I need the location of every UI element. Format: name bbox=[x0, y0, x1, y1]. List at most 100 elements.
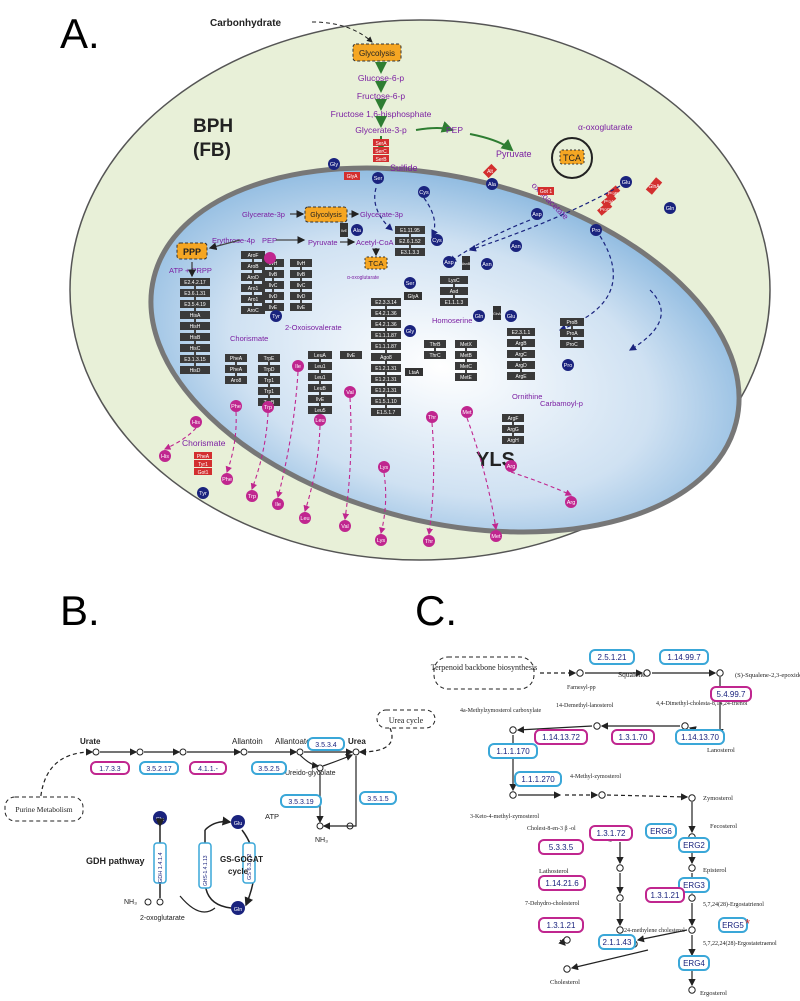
enzyme-label: 2.1.1.43 bbox=[603, 938, 632, 947]
aa-node-met_o bbox=[490, 530, 502, 542]
aa-node-trp_o bbox=[246, 490, 258, 502]
enzyme-box bbox=[371, 353, 401, 361]
enzyme-box bbox=[307, 737, 345, 751]
metabolite-methylene: 24-methylene cholesterol bbox=[624, 928, 685, 934]
fb-label: (FB) bbox=[193, 140, 231, 161]
aa-label-lys: Lys bbox=[380, 465, 389, 471]
aa-label-met_o: Met bbox=[491, 534, 501, 540]
metabolite-dimethyl: 4,4-Dimethyl-cholesta-8,14,24-trienol bbox=[656, 701, 748, 707]
enzyme-label: E1.5.1.10 bbox=[375, 399, 397, 405]
aa-node-lys_o bbox=[375, 534, 387, 546]
upper-chain-arrows bbox=[375, 62, 514, 152]
enzyme-box bbox=[507, 350, 535, 358]
enzyme-label: ProB bbox=[566, 320, 578, 326]
aa-node-phe bbox=[230, 400, 242, 412]
enzyme-box bbox=[241, 306, 265, 314]
enzyme-box bbox=[225, 365, 247, 373]
panel-b: Urate Allantoin Allantoate Urea Ureido-g… bbox=[4, 709, 436, 922]
enzyme-box bbox=[180, 322, 210, 330]
purine-label: Purine Metabolism bbox=[15, 805, 72, 814]
enzyme-label: E3.1.3.15 bbox=[184, 357, 206, 363]
aa-label-val: Val bbox=[346, 390, 354, 396]
metabolite-node bbox=[681, 722, 689, 730]
enzyme-box bbox=[678, 837, 710, 853]
chorismate-inner: Chorismate bbox=[230, 334, 268, 343]
enzyme-box bbox=[502, 425, 524, 433]
enzyme-box bbox=[645, 887, 685, 903]
metabolite-node bbox=[643, 669, 651, 677]
enzyme-box bbox=[455, 373, 477, 381]
enzyme-box bbox=[455, 362, 477, 370]
enzyme-box bbox=[502, 436, 524, 444]
enzyme-box bbox=[258, 354, 280, 362]
enzyme-label: E1.11.95 bbox=[400, 228, 420, 234]
enzyme-label: 1.1.1.170 bbox=[496, 747, 530, 756]
inner-glycolysis-label: Glycolysis bbox=[310, 212, 342, 219]
enzyme-label: 5.4.99.7 bbox=[717, 690, 746, 699]
enzyme-label: IlvC bbox=[269, 283, 278, 289]
enzyme-label: 1.14.13.70 bbox=[681, 733, 719, 742]
aa-label-his: His bbox=[192, 420, 200, 426]
metabolite-lathosterol: Lathosterol bbox=[539, 868, 569, 875]
enzyme-box bbox=[189, 761, 227, 775]
enzyme-label: HisC bbox=[190, 346, 201, 352]
bph-label: BPH bbox=[193, 116, 233, 137]
enzyme-label: LeuA bbox=[314, 353, 326, 359]
enzyme-box bbox=[371, 309, 401, 317]
enzyme-box bbox=[180, 300, 210, 308]
enzyme-label: E1.2.1.31 bbox=[375, 366, 397, 372]
enzyme-label: ProC bbox=[566, 342, 578, 348]
enzyme-box bbox=[678, 877, 710, 893]
export-arrow bbox=[303, 425, 321, 513]
aa-label-arg_o: Arg bbox=[567, 500, 576, 506]
enzyme-label: IlvE bbox=[347, 353, 356, 359]
svg-text:Tyr: Tyr bbox=[199, 491, 207, 497]
a-oxoglutarate-outer: α-oxoglutarate bbox=[578, 122, 633, 132]
enzyme-columns: E2.4.2.17E3.6.1.31E3.5.4.19HisAHisHHisBH… bbox=[180, 226, 584, 444]
aa-node-arg_o bbox=[565, 496, 577, 508]
chorismate-outer: Chorismate bbox=[182, 438, 226, 448]
enzyme-label: Trp1 bbox=[264, 389, 274, 395]
inner-glycerate-left: Glycerate-3p bbox=[242, 210, 285, 219]
enzyme-label: 2.5.1.21 bbox=[598, 653, 627, 662]
gs-gogat-cycle: cycle bbox=[228, 867, 249, 876]
aa-node-his_o bbox=[159, 450, 171, 462]
export-arrow bbox=[250, 412, 269, 491]
aa-node-met bbox=[461, 406, 473, 418]
aa-label-leu: Leu bbox=[315, 418, 324, 424]
aa-node-leu bbox=[314, 414, 326, 426]
enzyme-label: Asd bbox=[450, 289, 459, 295]
svg-text:Gln: Gln bbox=[234, 907, 243, 913]
enzyme-label: HisH bbox=[190, 324, 201, 330]
inner-tca-label: TCA bbox=[369, 259, 384, 268]
inner-glycerate-right: Glycerate-3p bbox=[360, 210, 403, 219]
enzyme-label: Trp1 bbox=[264, 378, 274, 384]
svg-text:GDH 1.4.1.4: GDH 1.4.1.4 bbox=[158, 852, 164, 883]
svg-text:Pro: Pro bbox=[564, 363, 573, 369]
aa-node-phe_o bbox=[221, 473, 233, 485]
aa-label-met: Met bbox=[462, 410, 472, 416]
aa-label-ile: Ile bbox=[295, 364, 301, 370]
metabolite-node bbox=[716, 669, 724, 677]
ppp-label: PPP bbox=[183, 247, 201, 257]
urate: Urate bbox=[80, 737, 101, 746]
metabolite-node bbox=[616, 926, 624, 934]
enzyme-label: ArgC bbox=[515, 352, 527, 358]
enzyme-box bbox=[440, 298, 468, 306]
svg-text:Gly: Gly bbox=[330, 162, 339, 168]
nh3-left: NH₃ bbox=[124, 899, 137, 906]
svg-text:Cys: Cys bbox=[419, 190, 429, 196]
enzyme-box bbox=[371, 342, 401, 350]
enzyme-box bbox=[180, 355, 210, 363]
inner-red-enzymes: PheA Tyr1 Got1 bbox=[194, 452, 212, 476]
enzyme-label: 1.3.1.70 bbox=[619, 733, 648, 742]
enzyme-box bbox=[180, 366, 210, 374]
reaction-arrow bbox=[606, 793, 689, 801]
enzyme-label: AroB bbox=[247, 264, 259, 270]
enzyme-label: MetE bbox=[460, 375, 472, 381]
reaction-arrow bbox=[516, 725, 593, 734]
enzyme-label: TrpD bbox=[264, 367, 275, 373]
enzyme-label: Leu1 bbox=[314, 364, 325, 370]
panel-a-label: A. bbox=[60, 10, 100, 57]
